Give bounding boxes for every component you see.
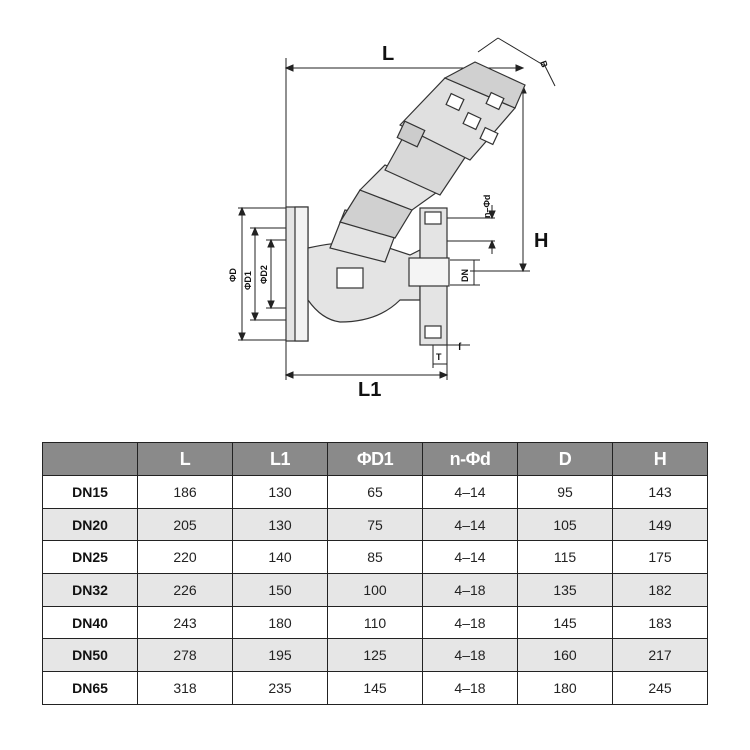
table-row: DN15 186 130 65 4–14 95 143 — [42, 475, 708, 509]
table-cell: 4–18 — [422, 638, 518, 673]
table-cell: 245 — [612, 671, 708, 705]
table-cell: 4–14 — [422, 540, 518, 575]
table-cell: 145 — [327, 671, 423, 705]
table-cell: 180 — [517, 671, 613, 705]
dim-label-D: ΦD — [228, 268, 238, 282]
table-cell: 243 — [137, 605, 233, 640]
dim-label-nd: n–Φd — [482, 195, 492, 218]
table-cell: 183 — [612, 605, 708, 640]
row-label: DN20 — [42, 507, 138, 542]
table-cell: 195 — [232, 638, 328, 673]
header-cell-D: D — [517, 442, 613, 476]
header-cell-L: L — [137, 442, 233, 476]
row-label: DN32 — [42, 573, 138, 607]
table-cell: 4–18 — [422, 573, 518, 607]
header-cell-D1: ΦD1 — [327, 442, 423, 476]
table-cell: 125 — [327, 638, 423, 673]
table-cell: 4–18 — [422, 671, 518, 705]
table-cell: 278 — [137, 638, 233, 673]
table-row: DN32 226 150 100 4–18 135 182 — [42, 573, 708, 607]
table-cell: 217 — [612, 638, 708, 673]
table-cell: 205 — [137, 507, 233, 542]
table-cell: 75 — [327, 507, 423, 542]
table-cell: 149 — [612, 507, 708, 542]
table-cell: 4–14 — [422, 507, 518, 542]
header-cell-nd: n-Φd — [422, 442, 518, 476]
table-cell: 65 — [327, 475, 423, 509]
table-cell: 145 — [517, 605, 613, 640]
valve-technical-drawing: L B H ΦD ΦD1 ΦD2 n–Φd DN T f L1 — [228, 37, 556, 401]
dim-label-L: L — [382, 43, 394, 65]
table-row: DN20 205 130 75 4–14 105 149 — [42, 507, 708, 542]
table-cell: 180 — [232, 605, 328, 640]
table-cell: 220 — [137, 540, 233, 575]
table-cell: 143 — [612, 475, 708, 509]
table-row: DN25 220 140 85 4–14 115 175 — [42, 540, 708, 575]
row-label: DN15 — [42, 475, 138, 509]
dimension-table: L L1 ΦD1 n-Φd D H DN15 186 130 65 4–14 9… — [42, 442, 708, 705]
table-cell: 130 — [232, 475, 328, 509]
table-cell: 130 — [232, 507, 328, 542]
table-cell: 105 — [517, 507, 613, 542]
header-cell-H: H — [612, 442, 708, 476]
table-cell: 95 — [517, 475, 613, 509]
table-cell: 135 — [517, 573, 613, 607]
row-label: DN25 — [42, 540, 138, 575]
dim-label-f: f — [458, 342, 462, 353]
table-row: DN50 278 195 125 4–18 160 217 — [42, 638, 708, 673]
table-header-row: L L1 ΦD1 n-Φd D H — [42, 442, 708, 476]
table-cell: 4–18 — [422, 605, 518, 640]
dim-label-D1: ΦD1 — [243, 271, 253, 290]
header-cell-blank — [42, 442, 138, 476]
table-cell: 100 — [327, 573, 423, 607]
dim-label-DN: DN — [460, 269, 470, 282]
dim-label-T: T — [436, 352, 442, 362]
dim-label-H: H — [534, 230, 548, 252]
table-row: DN40 243 180 110 4–18 145 183 — [42, 605, 708, 640]
dim-label-B: B — [538, 59, 550, 69]
table-cell: 235 — [232, 671, 328, 705]
row-label: DN50 — [42, 638, 138, 673]
table-cell: 4–14 — [422, 475, 518, 509]
table-row: DN65 318 235 145 4–18 180 245 — [42, 671, 708, 705]
header-cell-L1: L1 — [232, 442, 328, 476]
table-cell: 226 — [137, 573, 233, 607]
table-cell: 160 — [517, 638, 613, 673]
row-label: DN40 — [42, 605, 138, 640]
table-cell: 85 — [327, 540, 423, 575]
dim-label-L1: L1 — [358, 379, 381, 401]
table-cell: 175 — [612, 540, 708, 575]
table-cell: 110 — [327, 605, 423, 640]
row-label: DN65 — [42, 671, 138, 705]
table-cell: 182 — [612, 573, 708, 607]
table-cell: 318 — [137, 671, 233, 705]
table-cell: 140 — [232, 540, 328, 575]
table-cell: 115 — [517, 540, 613, 575]
table-cell: 186 — [137, 475, 233, 509]
table-cell: 150 — [232, 573, 328, 607]
dim-label-D2: ΦD2 — [259, 265, 269, 284]
